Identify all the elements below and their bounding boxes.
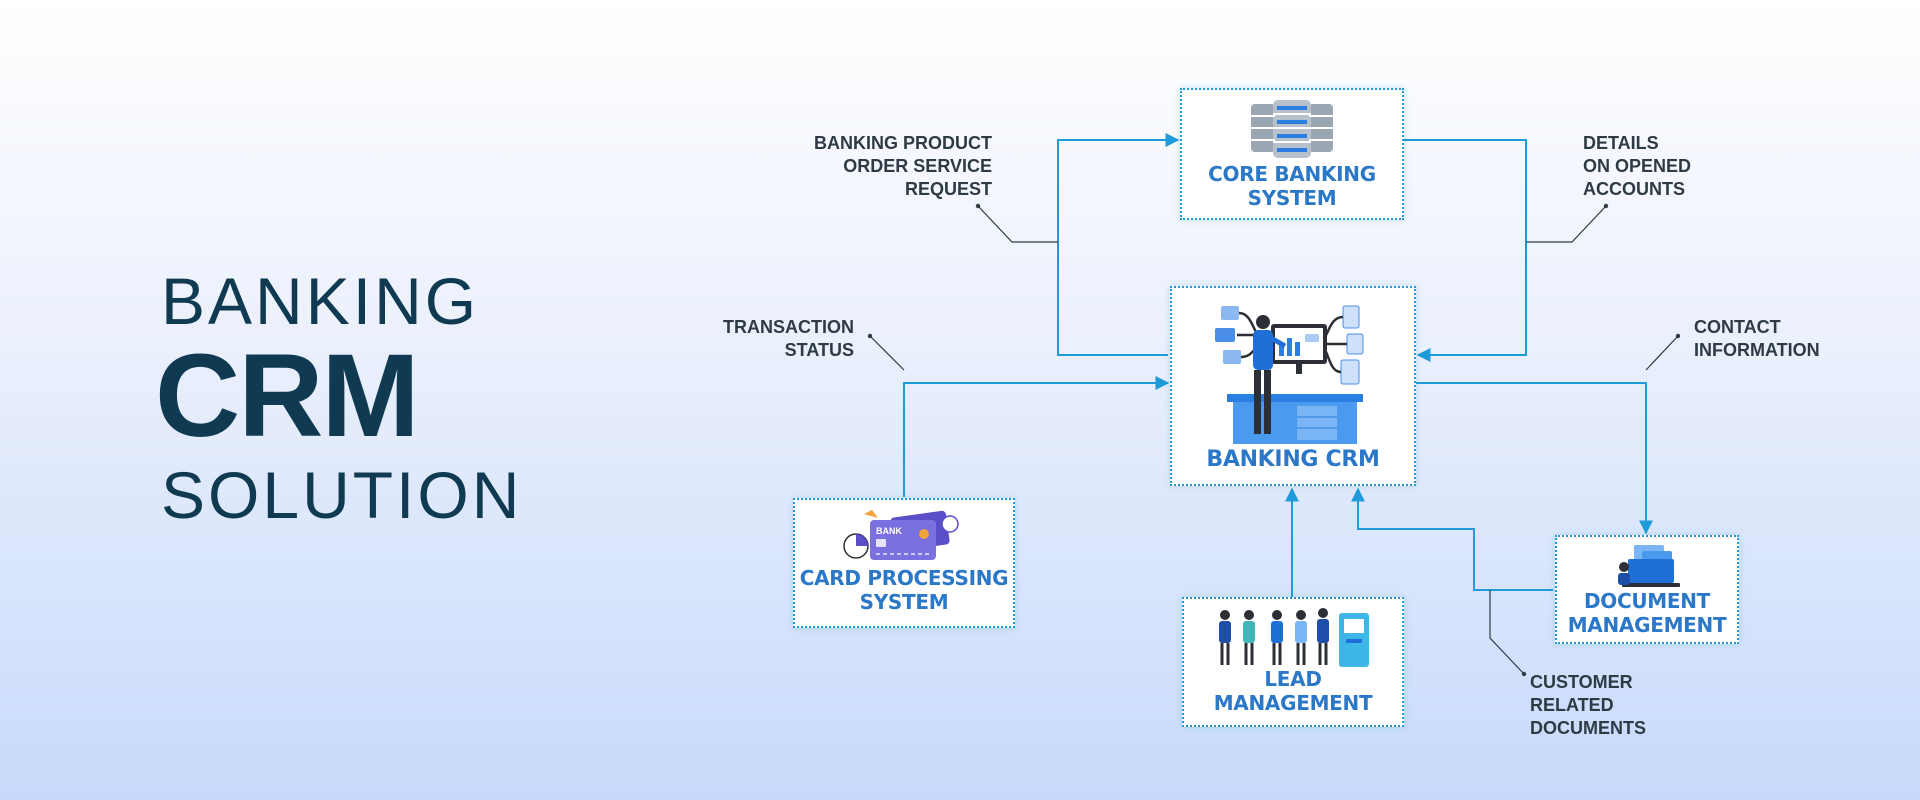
leader-opened-accounts — [1526, 205, 1607, 243]
node-doc-label-line2: MANAGEMENT — [1567, 613, 1727, 637]
node-document-management: DOCUMENT MANAGEMENT — [1555, 535, 1739, 644]
node-core-label: CORE BANKING SYSTEM — [1182, 162, 1402, 210]
annotation-product-order-line3: REQUEST — [904, 179, 992, 199]
analyst-dashboard-icon — [1215, 305, 1364, 444]
leader-product-order — [977, 205, 1058, 243]
node-lead-label-line2: MANAGEMENT — [1213, 691, 1373, 715]
card-bank-text: BANK — [876, 526, 902, 536]
page-title: BANKING CRM SOLUTION — [155, 265, 522, 535]
node-lead-label: LEAD MANAGEMENT — [1184, 667, 1402, 715]
node-lead-management: LEAD MANAGEMENT — [1182, 597, 1404, 727]
annotation-opened-accounts-line1: DETAILS — [1583, 133, 1659, 153]
annotation-transaction-status-line2: STATUS — [784, 340, 854, 360]
node-lead-label-line1: LEAD — [1264, 667, 1322, 691]
annotation-opened-accounts: DETAILS ON OPENED ACCOUNTS — [1583, 132, 1783, 201]
node-doc-label: DOCUMENT MANAGEMENT — [1557, 589, 1737, 637]
node-card-label: CARD PROCESSING SYSTEM — [795, 566, 1013, 614]
node-core-label-line1: CORE BANKING — [1208, 162, 1376, 186]
annotation-transaction-status-line1: TRANSACTION — [723, 317, 854, 337]
node-card-label-line1: CARD PROCESSING — [799, 566, 1009, 590]
node-card-label-line2: SYSTEM — [859, 590, 949, 614]
connector-core-to-crm — [1404, 139, 1527, 362]
title-line-solution: SOLUTION — [161, 458, 523, 532]
node-core-banking: CORE BANKING SYSTEM — [1180, 88, 1404, 220]
annotation-customer-documents: CUSTOMER RELATED DOCUMENTS — [1530, 671, 1730, 740]
annotation-transaction-status: TRANSACTION STATUS — [660, 316, 854, 362]
node-crm-label: BANKING CRM — [1206, 447, 1380, 472]
team-people-icon — [1219, 608, 1369, 667]
node-card-processing: BANK CARD PROCESSING SYSTEM — [793, 498, 1015, 628]
connector-crm-to-core — [1057, 133, 1180, 356]
title-line-banking: BANKING — [161, 264, 480, 338]
connector-crm-to-doc — [1416, 382, 1653, 535]
leader-contact — [1645, 335, 1679, 371]
annotation-contact-information-line1: CONTACT — [1694, 317, 1781, 337]
server-stack-icon — [1251, 100, 1333, 158]
title-line-crm: CRM — [155, 330, 420, 462]
annotation-customer-documents-line3: DOCUMENTS — [1530, 718, 1646, 738]
leader-customer-docs — [1489, 590, 1525, 675]
annotation-opened-accounts-line3: ACCOUNTS — [1583, 179, 1685, 199]
annotation-customer-documents-line2: RELATED — [1530, 695, 1614, 715]
leader-transaction — [869, 335, 905, 371]
node-doc-label-line1: DOCUMENT — [1583, 589, 1711, 613]
annotation-product-order-line1: BANKING PRODUCT — [814, 133, 992, 153]
credit-card-icon: BANK — [843, 510, 959, 560]
document-computer-icon — [1618, 545, 1680, 587]
annotation-product-order-line2: ORDER SERVICE — [843, 156, 992, 176]
node-banking-crm: BANKING CRM — [1170, 286, 1416, 486]
annotation-product-order: BANKING PRODUCT ORDER SERVICE REQUEST — [760, 132, 992, 201]
annotation-contact-information-line2: INFORMATION — [1694, 340, 1820, 360]
annotation-contact-information: CONTACT INFORMATION — [1694, 316, 1894, 362]
connector-card-to-crm — [903, 376, 1170, 497]
annotation-customer-documents-line1: CUSTOMER — [1530, 672, 1633, 692]
annotation-opened-accounts-line2: ON OPENED — [1583, 156, 1692, 176]
connector-doc-to-crm — [1351, 487, 1553, 591]
node-core-label-line2: SYSTEM — [1247, 186, 1337, 210]
